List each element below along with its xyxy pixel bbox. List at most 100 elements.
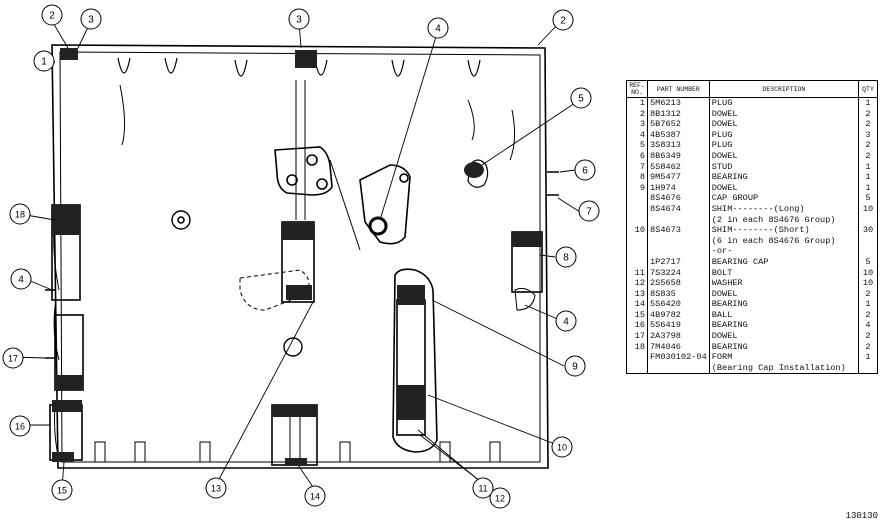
cell-desc: STUD	[709, 161, 860, 173]
cell-ref	[626, 256, 648, 268]
svg-text:5: 5	[578, 94, 584, 105]
callout-13: 13	[205, 477, 227, 499]
column-header-ref: REF. NO.	[626, 80, 648, 98]
svg-text:3: 3	[88, 15, 94, 26]
cell-desc: DOWEL	[709, 108, 860, 120]
cell-part: 7M4046	[647, 341, 710, 353]
cell-desc: DOWEL	[709, 182, 860, 194]
cell-desc: -or-	[709, 246, 860, 257]
cell-desc: PLUG	[709, 97, 860, 109]
cell-part	[647, 246, 710, 257]
cell-part: 8S4673	[647, 225, 710, 236]
cell-part: 5S8462	[647, 161, 710, 173]
cell-desc: BALL	[709, 309, 860, 321]
drawing-number: 130130	[845, 511, 878, 521]
cell-part: 4B9782	[647, 309, 710, 321]
callout-9: 9	[564, 355, 586, 377]
svg-text:4: 4	[435, 24, 441, 35]
cell-qty: 2	[858, 331, 878, 342]
svg-text:3: 3	[296, 15, 302, 26]
cell-part: FM030102-04	[647, 352, 710, 363]
callout-1: 1	[33, 50, 55, 72]
cell-part: 2A3798	[647, 331, 710, 342]
cell-part: 8S835	[647, 288, 710, 300]
cell-ref: 15	[626, 309, 648, 321]
cell-qty: 2	[858, 140, 878, 151]
cell-desc: WASHER	[709, 278, 860, 289]
callout-5: 5	[570, 87, 592, 109]
cell-qty: 5	[858, 193, 878, 204]
cell-desc: BEARING	[709, 341, 860, 353]
cell-part	[647, 214, 710, 226]
svg-text:9: 9	[572, 362, 578, 373]
svg-text:18: 18	[15, 210, 25, 220]
callout-4: 4	[427, 17, 449, 39]
cell-qty: 2	[858, 309, 878, 321]
table-row: -or-	[626, 246, 878, 257]
svg-text:12: 12	[495, 494, 505, 504]
cell-desc: (6 in each 8S4676 Group)	[709, 235, 860, 247]
svg-text:4: 4	[563, 317, 569, 328]
callout-14: 14	[304, 485, 326, 507]
cell-qty: 1	[858, 352, 878, 363]
callout-7: 7	[578, 200, 600, 222]
svg-text:6: 6	[582, 166, 588, 177]
svg-text:14: 14	[310, 492, 320, 502]
cell-ref: 7	[626, 161, 648, 173]
cell-desc: DOWEL	[709, 119, 860, 130]
cell-desc: (Bearing Cap Installation)	[709, 362, 860, 375]
table-row: (Bearing Cap Installation)	[626, 362, 878, 375]
column-header-part-number: PART NUMBER	[647, 80, 710, 98]
cell-qty: 10	[858, 203, 878, 215]
callout-16: 16	[9, 415, 31, 437]
table-row: (2 in each 8S4676 Group)	[626, 214, 878, 226]
cell-part: 8B1312	[647, 108, 710, 120]
callout-4: 4	[10, 268, 32, 290]
cell-part: 8S4674	[647, 203, 710, 215]
cell-qty: 1	[858, 182, 878, 194]
cell-part: 5S6420	[647, 299, 710, 310]
cell-ref: 16	[626, 320, 648, 332]
callout-18: 18	[9, 203, 31, 225]
cell-qty: 2	[858, 150, 878, 162]
svg-text:13: 13	[211, 484, 221, 494]
cell-qty: 2	[858, 119, 878, 130]
svg-text:7: 7	[586, 207, 592, 218]
callout-4: 4	[555, 310, 577, 332]
cell-part: 8S4676	[647, 193, 710, 204]
svg-text:17: 17	[8, 354, 18, 364]
cell-ref: 17	[626, 331, 648, 342]
cell-ref: 1	[626, 97, 648, 109]
cell-ref: 5	[626, 140, 648, 151]
cell-ref: 18	[626, 341, 648, 353]
cell-desc: DOWEL	[709, 288, 860, 300]
svg-text:10: 10	[557, 443, 567, 453]
cell-qty: 2	[858, 108, 878, 120]
column-header-qty: QTY	[858, 80, 878, 98]
svg-text:4: 4	[18, 275, 24, 286]
cell-qty: 10	[858, 278, 878, 289]
callout-2: 2	[41, 4, 63, 26]
cell-part: 1P2717	[647, 256, 710, 268]
cell-part: 9M5477	[647, 172, 710, 183]
svg-text:15: 15	[57, 486, 67, 496]
cell-desc: PLUG	[709, 140, 860, 151]
